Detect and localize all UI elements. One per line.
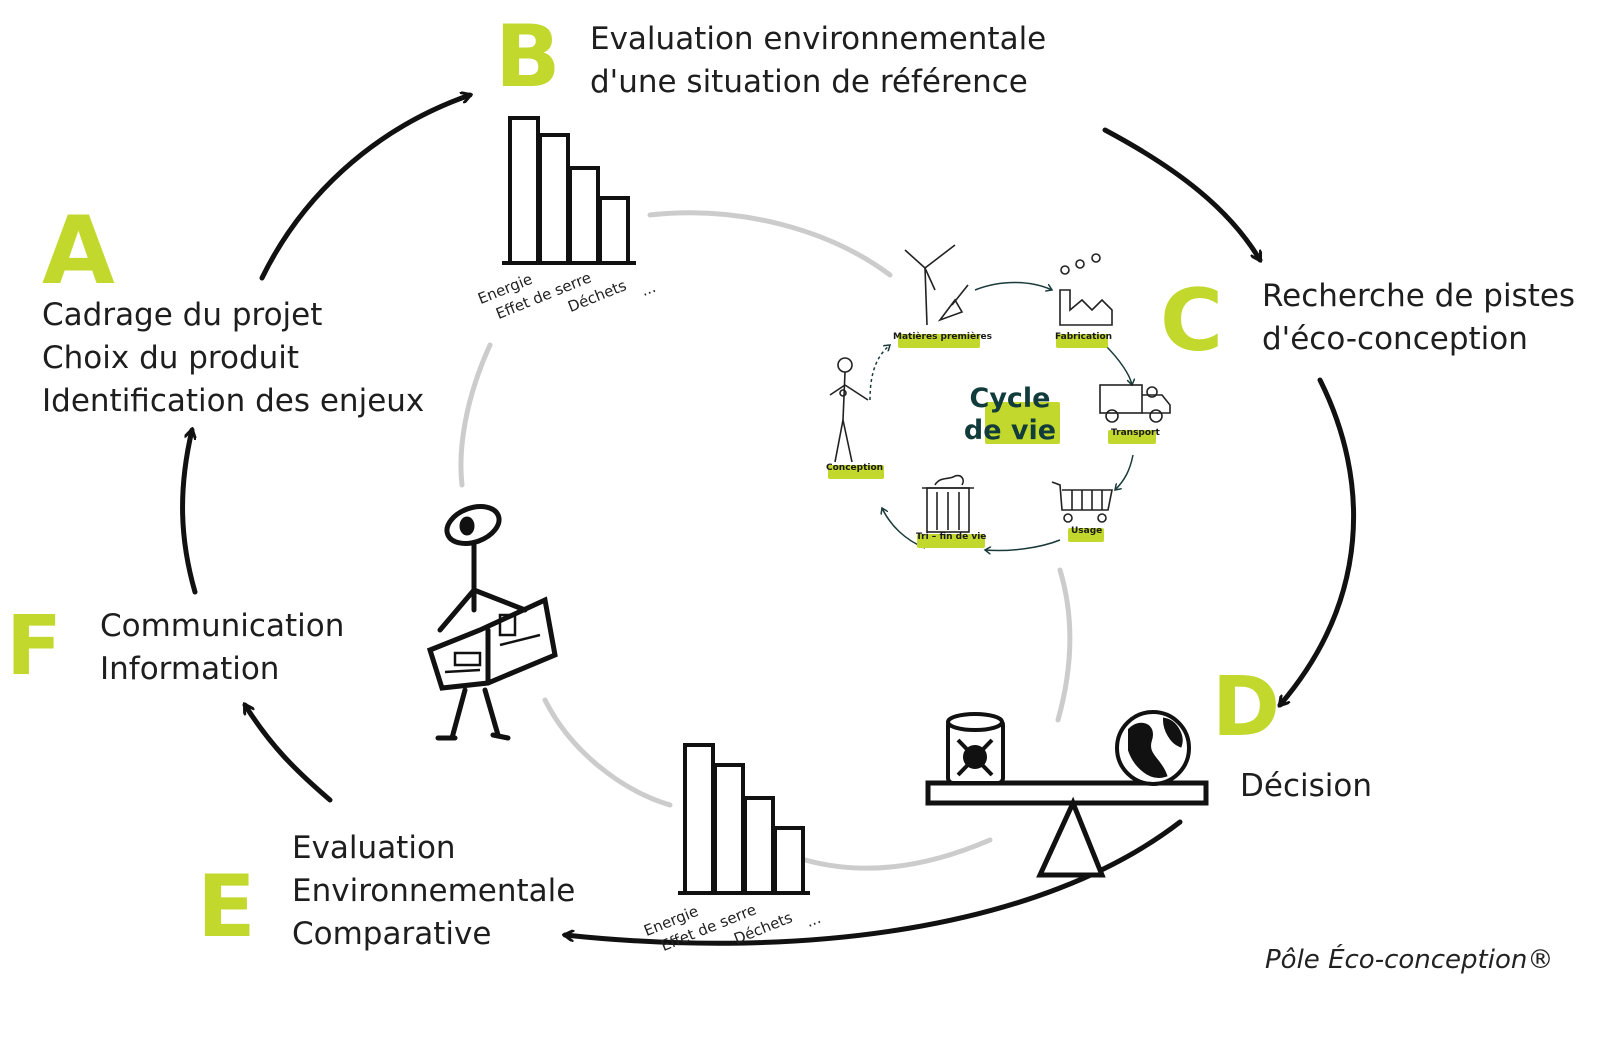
- stage-highlight: [1108, 430, 1156, 444]
- step-e-line: Environnementale: [292, 873, 576, 909]
- step-c-line: d'éco-conception: [1262, 321, 1528, 357]
- step-a-line: Cadrage du projet: [42, 297, 323, 333]
- stage-label-conception: Conception: [826, 463, 884, 473]
- stage-highlight: [1068, 528, 1104, 542]
- step-d-text: Décision: [1240, 765, 1372, 808]
- balance-scale-icon: [925, 780, 1209, 878]
- globe-icon: [1115, 710, 1191, 786]
- impact-bar-chart-e: [678, 743, 810, 895]
- step-e-text: Evaluation Environnementale Comparative: [292, 827, 575, 956]
- cycle-arrows: [180, 95, 1356, 946]
- stage-label-transport: Transport: [1111, 428, 1160, 438]
- life-cycle-title-line: Cycle: [969, 383, 1051, 414]
- stage-highlight: [898, 334, 980, 348]
- step-letter-c: C: [1160, 271, 1224, 371]
- arrow-e-to-f: [242, 705, 333, 803]
- wind-turbine-icon: [904, 244, 969, 326]
- step-b-line: Evaluation environnementale: [590, 21, 1047, 57]
- stage-highlight: [917, 534, 985, 548]
- step-c-text: Recherche de pistes d'éco-conception: [1262, 275, 1575, 361]
- stage-label-usage: Usage: [1071, 526, 1103, 536]
- life-cycle-title: Cycle de vie: [945, 383, 1075, 447]
- stick-figure-idea-icon: [829, 357, 869, 463]
- step-e-line: Comparative: [292, 916, 492, 952]
- stage-label-fabrication: Fabrication: [1055, 332, 1113, 342]
- trash-bin-icon: [922, 474, 974, 533]
- step-e-line: Evaluation: [292, 830, 456, 866]
- arrow-f-to-a: [180, 430, 198, 595]
- stage-highlight: [1056, 334, 1108, 348]
- reader-figure-icon: [426, 504, 558, 741]
- life-cycle-title-line: de vie: [963, 415, 1057, 446]
- arrow-b-to-c: [1102, 127, 1263, 260]
- stage-label-matieres-premieres: Matières premières: [893, 332, 993, 342]
- shopping-cart-icon: [1051, 481, 1113, 523]
- signature: Pôle Éco-conception®: [1265, 945, 1554, 975]
- stage-label-tri-fin-de-vie: Tri – fin de vie: [916, 532, 987, 542]
- arrow-d-to-e: [565, 819, 1183, 946]
- step-f-line: Information: [100, 651, 280, 687]
- step-c-line: Recherche de pistes: [1262, 278, 1576, 314]
- arrow-a-to-b: [259, 95, 470, 281]
- step-letter-b: B: [495, 7, 561, 107]
- toxic-barrel-icon: [946, 712, 1005, 785]
- step-letter-f: F: [6, 599, 63, 694]
- center-title-highlight: [985, 402, 1060, 444]
- step-b-text: Evaluation environnementale d'une situat…: [590, 18, 1046, 104]
- step-a-line: Choix du produit: [42, 340, 300, 376]
- guide-ring: [458, 210, 1073, 871]
- step-b-line: d'une situation de référence: [590, 64, 1028, 100]
- step-a-text: Cadrage du projet Choix du produit Ident…: [42, 294, 424, 423]
- impact-bar-chart-b: [502, 116, 636, 265]
- step-letter-e: E: [197, 857, 256, 957]
- newspaper-lines: [444, 613, 541, 674]
- stage-highlight: [828, 465, 884, 479]
- factory-icon: [1059, 253, 1113, 326]
- step-f-text: Communication Information: [100, 605, 344, 691]
- step-d-line: Décision: [1240, 768, 1372, 804]
- step-a-line: Identification des enjeux: [42, 383, 425, 419]
- truck-icon: [1099, 384, 1171, 423]
- arrow-c-to-d: [1280, 377, 1356, 705]
- step-f-line: Communication: [100, 608, 345, 644]
- step-letter-d: D: [1212, 660, 1281, 755]
- step-letter-a: A: [42, 197, 115, 306]
